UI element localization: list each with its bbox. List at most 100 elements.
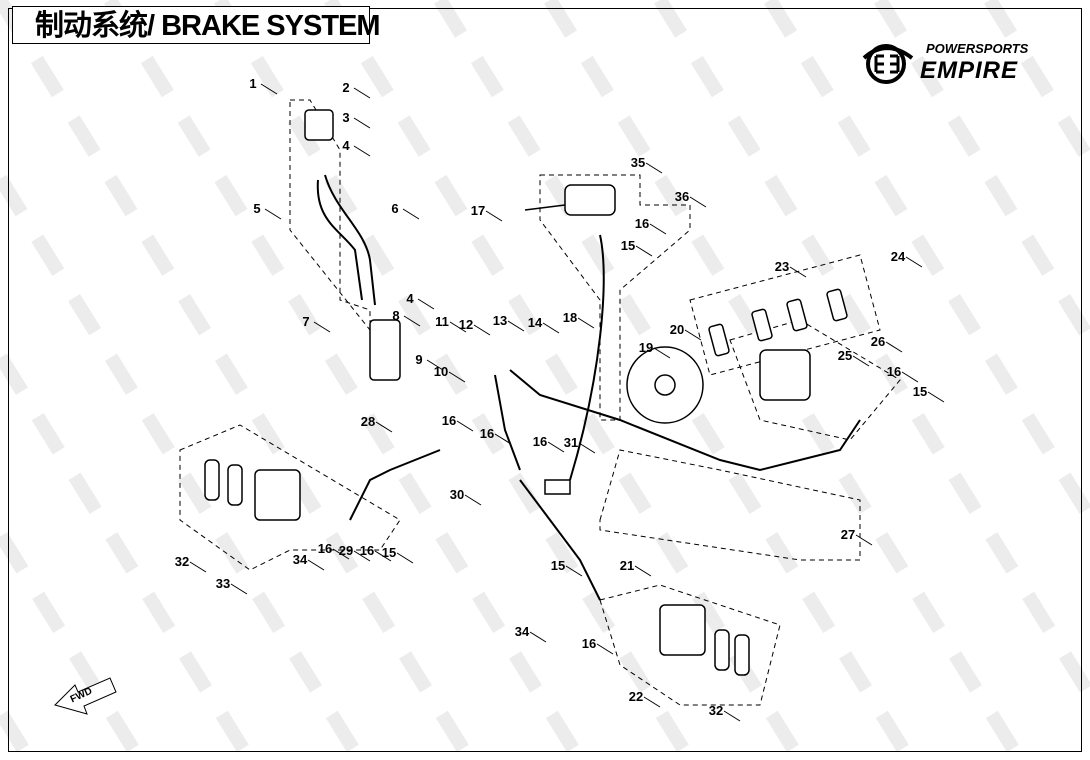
leader-line [260,83,278,95]
leader-line [689,196,707,208]
callout-5: 5 [253,201,261,216]
leader-line [402,208,420,220]
line-13 [494,374,521,471]
callout-26: 26 [870,334,886,349]
callout-14: 14 [527,315,543,330]
leader-line [542,322,560,334]
brake-lever [524,204,566,211]
leader-line [852,355,870,367]
front-right-line [519,479,601,601]
callout-3: 3 [342,110,350,125]
pad [786,298,808,332]
leader-line [901,371,919,383]
callout-20: 20 [669,322,685,337]
tee-fitting [544,479,571,495]
callout-15: 15 [912,384,928,399]
callout-22: 22 [628,689,644,704]
callout-13: 13 [492,313,508,328]
leader-line [494,433,512,445]
leader-line [529,631,547,643]
leader-line [485,210,503,222]
leader-line [264,208,282,220]
callout-15: 15 [620,238,636,253]
leader-line [189,561,207,573]
rear-caliper [759,349,811,401]
callout-4: 4 [406,291,414,306]
leader-line [230,583,248,595]
rear-line-outline [599,449,861,561]
brand-logo: POWERSPORTS EMPIRE [860,40,1060,86]
callout-35: 35 [630,155,646,170]
pad [714,629,730,671]
callout-4: 4 [342,138,350,153]
leader-line [417,298,435,310]
callout-32: 32 [174,554,190,569]
leader-line [723,710,741,722]
reservoir-group-outline [289,99,371,332]
callout-33: 33 [215,576,231,591]
leader-line [643,696,661,708]
reservoir [304,109,334,141]
callout-34: 34 [292,552,308,567]
leader-line [684,329,702,341]
leader-line [789,266,807,278]
callout-16: 16 [317,541,333,556]
leader-line [353,87,371,99]
callout-16: 16 [886,364,902,379]
pad [734,634,750,676]
callout-27: 27 [840,527,856,542]
leader-line [577,317,595,329]
leader-line [927,391,945,403]
leader-line [353,145,371,157]
fwd-arrow [54,677,117,715]
callout-28: 28 [360,414,376,429]
callout-23: 23 [774,259,790,274]
leader-line [403,315,421,327]
rear-caliper-outline [729,319,901,441]
leader-line [449,321,467,333]
callout-16: 16 [441,413,457,428]
leader-line [885,341,903,353]
leader-line [375,421,393,433]
callout-15: 15 [381,545,397,560]
callout-34: 34 [514,624,530,639]
hose-5 [316,179,363,301]
rear-brake-line [509,369,861,472]
callout-2: 2 [342,80,350,95]
leader-line [596,643,614,655]
pad [826,288,848,322]
leader-line [855,534,873,546]
leader-line [634,565,652,577]
callout-30: 30 [449,487,465,502]
callout-36: 36 [674,189,690,204]
rear-pads-outline [689,254,881,376]
pad [227,464,243,506]
front-right-caliper-outline [599,584,781,706]
leader-line [578,442,596,454]
callout-16: 16 [359,543,375,558]
pad [708,323,730,357]
leader-line [653,347,671,359]
leader-line [448,371,466,383]
leader-line [649,223,667,235]
leader-line [905,256,923,268]
callout-12: 12 [458,317,474,332]
master-cylinder-group-outline [539,174,691,421]
leader-line [353,117,371,129]
leader-line [635,245,653,257]
callout-9: 9 [415,352,423,367]
callout-32: 32 [708,703,724,718]
callout-25: 25 [837,348,853,363]
callout-1: 1 [249,76,257,91]
leader-line [353,550,371,562]
empire-wings-logo-icon [862,44,914,84]
leader-line [396,552,414,564]
leader-line [473,324,491,336]
front-left-line [349,449,441,521]
callout-29: 29 [338,543,354,558]
callout-18: 18 [562,310,578,325]
callout-16: 16 [634,216,650,231]
leader-line [307,559,325,571]
callout-17: 17 [470,203,486,218]
